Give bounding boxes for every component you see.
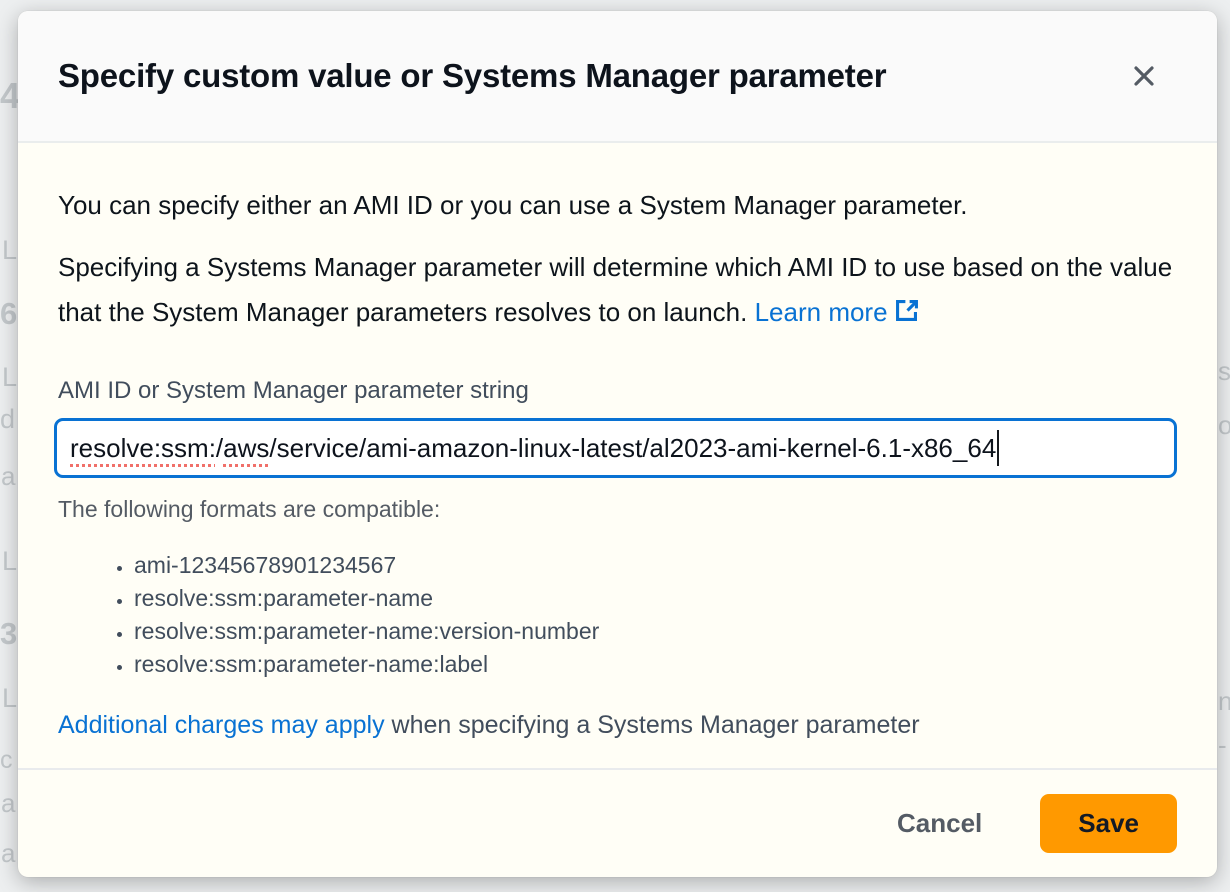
- background-text-fragment: 6: [0, 296, 18, 331]
- charges-note-rest: when specifying a Systems Manager parame…: [384, 711, 920, 739]
- background-text-fragment: L: [2, 546, 18, 576]
- format-item: resolve:ssm:parameter-name:version-numbe…: [134, 616, 1177, 646]
- background-text-fragment: a: [1, 461, 16, 491]
- modal-header: Specify custom value or Systems Manager …: [18, 11, 1217, 143]
- description-text: Specifying a Systems Manager parameter w…: [58, 245, 1177, 338]
- description-body: Specifying a Systems Manager parameter w…: [58, 252, 1173, 327]
- background-text-fragment: c: [0, 746, 13, 774]
- close-icon: [1129, 61, 1159, 91]
- save-button[interactable]: Save: [1040, 794, 1177, 853]
- background-text-fragment: a: [1, 838, 16, 868]
- close-button[interactable]: [1123, 55, 1165, 97]
- input-value-segment: /: [215, 432, 224, 463]
- format-item: ami-12345678901234567: [134, 550, 1177, 580]
- charges-note: Additional charges may apply when specif…: [58, 709, 1177, 741]
- input-value-segment: aws: [223, 432, 270, 463]
- input-value-segment: /service/ami-amazon-linux-latest/al2023-…: [269, 432, 997, 463]
- formats-list: ami-12345678901234567 resolve:ssm:parame…: [58, 550, 1177, 679]
- ami-field-label: AMI ID or System Manager parameter strin…: [58, 377, 529, 404]
- format-item: resolve:ssm:parameter-name:label: [134, 649, 1177, 679]
- background-text-fragment: L: [2, 683, 18, 713]
- background-text-fragment: -: [1218, 730, 1227, 760]
- text-caret: [997, 430, 1000, 466]
- external-link-icon: [894, 300, 920, 330]
- additional-charges-link[interactable]: Additional charges may apply: [58, 711, 385, 739]
- learn-more-link[interactable]: Learn more: [755, 297, 920, 327]
- background-text-fragment: L: [2, 362, 18, 392]
- background-text-fragment: ou: [1218, 410, 1230, 440]
- specify-custom-value-modal: Specify custom value or Systems Manager …: [18, 11, 1217, 877]
- background-text-fragment: L: [2, 235, 18, 265]
- formats-heading: The following formats are compatible:: [58, 496, 441, 522]
- ami-input[interactable]: resolve:ssm:/aws/service/ami-amazon-linu…: [54, 418, 1177, 478]
- intro-text: You can specify either an AMI ID or you …: [58, 190, 968, 220]
- modal-footer: Cancel Save: [18, 768, 1217, 877]
- format-item: resolve:ssm:parameter-name: [134, 583, 1177, 613]
- modal-title: Specify custom value or Systems Manager …: [58, 57, 887, 94]
- background-text-fragment: 4: [0, 75, 21, 116]
- background-text-fragment: ne: [1218, 686, 1230, 716]
- background-text-fragment: 3: [0, 616, 18, 651]
- input-value-segment: resolve:ssm:: [70, 432, 216, 463]
- learn-more-label: Learn more: [754, 297, 888, 327]
- background-text-fragment: su: [1218, 356, 1230, 386]
- background-text-fragment: a: [1, 788, 16, 818]
- modal-body: You can specify either an AMI ID or you …: [18, 143, 1217, 768]
- cancel-button[interactable]: Cancel: [883, 796, 996, 851]
